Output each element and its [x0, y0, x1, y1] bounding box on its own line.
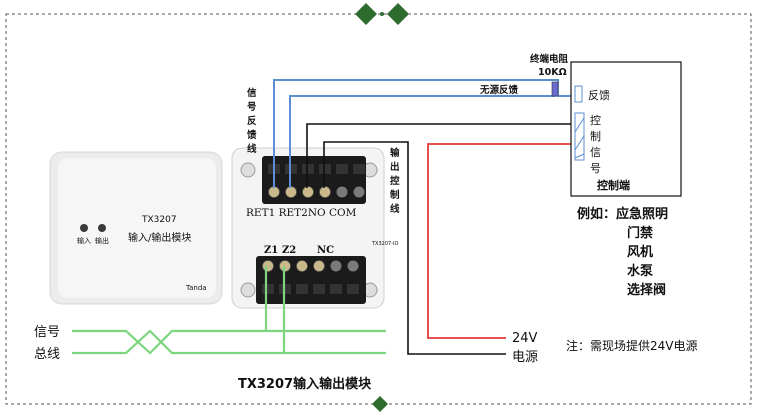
- power-note: 注：需现场提供24V电源: [566, 338, 697, 353]
- diagram-caption: TX3207输入输出模块: [238, 376, 372, 392]
- module-maker: Tanda: [185, 284, 207, 292]
- power-label-supply: 电源: [512, 350, 538, 365]
- example-item: 门禁: [627, 225, 653, 241]
- svg-text:线: 线: [247, 143, 257, 155]
- power-label-24v: 24V: [512, 331, 538, 346]
- diamond-icon: [387, 3, 409, 25]
- svg-text:号: 号: [590, 162, 601, 175]
- feedback-label: 反馈: [588, 89, 610, 102]
- svg-text:输: 输: [390, 147, 400, 159]
- pcb-mark: TX3207-IO: [371, 241, 398, 247]
- example-item: 水泵: [627, 263, 653, 279]
- wire-feedback-ret2: [289, 95, 556, 188]
- wire-24v: [427, 143, 577, 339]
- svg-text:控: 控: [390, 175, 400, 187]
- terminal-nc: NC: [317, 245, 334, 256]
- svg-text:反: 反: [247, 115, 257, 127]
- diamond-icon: [355, 3, 377, 25]
- signal-bus: [72, 266, 386, 355]
- svg-text:号: 号: [247, 102, 257, 113]
- svg-text:馈: 馈: [247, 129, 257, 141]
- module-name: 输入/输出模块: [128, 231, 191, 244]
- led-input-label: 输入: [77, 236, 91, 245]
- terminal-z2: Z2: [282, 245, 296, 256]
- led-input: [80, 224, 88, 232]
- wire-output-com: [323, 141, 506, 355]
- terminal-top-labels: RET1 RET2NO COM: [246, 207, 357, 219]
- svg-text:线: 线: [390, 203, 400, 215]
- signal-feedback-line-label: 信 号 反 馈 线: [247, 87, 257, 155]
- led-output-label: 输出: [95, 236, 109, 245]
- module-brand: TX3207: [141, 215, 177, 225]
- control-signal-label: 控 制 信 号: [590, 113, 601, 175]
- example-item: 选择阀: [627, 282, 666, 298]
- output-control-line-label: 输 出 控 制 线: [390, 147, 400, 215]
- svg-text:制: 制: [590, 130, 601, 143]
- wire-feedback-ret1: [273, 79, 575, 188]
- example-item: 风机: [627, 244, 653, 260]
- terminal-block-top: [262, 156, 366, 204]
- terminal-z1: Z1: [264, 245, 278, 256]
- dry-feedback-label: 无源反馈: [479, 84, 519, 96]
- svg-text:控: 控: [590, 113, 601, 127]
- bus-label-bus: 总线: [34, 347, 60, 362]
- svg-text:出: 出: [390, 161, 400, 173]
- end-resistor: [551, 81, 559, 97]
- end-resistor-label: 终端电阻: [529, 53, 569, 65]
- bus-label-signal: 信号: [34, 325, 60, 340]
- control-end-label: 控制端: [597, 178, 630, 192]
- top-ornament: [355, 3, 409, 25]
- svg-text:信: 信: [590, 146, 601, 159]
- resistor-value: 10KΩ: [538, 67, 567, 78]
- led-output: [98, 224, 106, 232]
- example-title: 例如：应急照明: [577, 206, 668, 222]
- module-body: 输入 输出 TX3207 输入/输出模块 Tanda: [49, 151, 223, 305]
- base-plate: TX3207-IO RET1 RET2NO COM Z1 Z2 NC: [231, 147, 398, 309]
- svg-text:信: 信: [247, 87, 257, 99]
- svg-text:制: 制: [390, 189, 400, 201]
- feedback-terminal: [574, 85, 583, 103]
- diamond-icon: [372, 396, 388, 412]
- wire-output-no: [306, 123, 577, 188]
- control-end-box: [570, 61, 682, 197]
